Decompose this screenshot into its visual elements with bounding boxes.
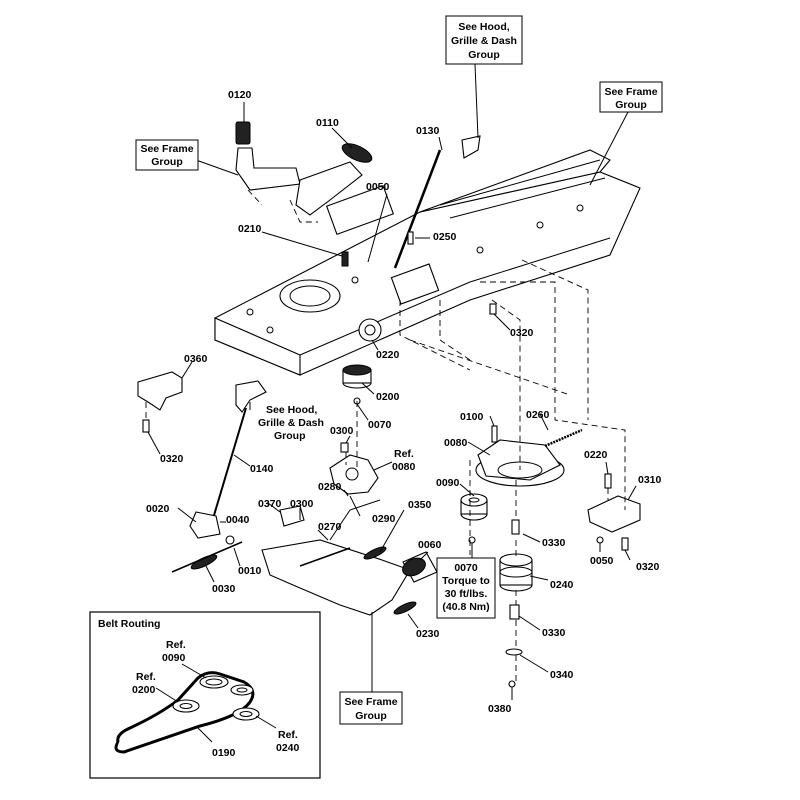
frame-chassis [214, 149, 641, 376]
callout-ref-0080-num: 0080 [392, 461, 416, 473]
belt-ref-0090-ref: Ref. [166, 639, 186, 651]
callout-0100: 0100 [460, 411, 484, 423]
callout-0350: 0350 [408, 499, 432, 511]
plate-0310 [587, 473, 641, 551]
belt-pulley-upper-right [230, 684, 254, 696]
box-hood-top: See Hood, Grille & Dash Group [445, 15, 523, 65]
control-rod [393, 135, 481, 269]
callout-0040: 0040 [226, 514, 250, 526]
callout-0230: 0230 [416, 628, 440, 640]
brake-pedal-assembly [235, 121, 373, 216]
top-hardware [341, 231, 497, 315]
belt-path [114, 671, 255, 754]
roller-0060 [402, 551, 438, 583]
belt-0190-label: 0190 [212, 747, 236, 759]
clutch-linkage [171, 505, 305, 573]
callout-0210: 0210 [238, 223, 262, 235]
callout-0050-right: 0050 [590, 555, 614, 567]
sprocket [358, 318, 382, 342]
box-torque-line2: Torque to [442, 575, 490, 587]
callout-0020: 0020 [146, 503, 170, 515]
lever-rod-0140 [211, 380, 267, 523]
box-frame-bottom-line2: Group [355, 710, 387, 722]
callout-0030: 0030 [212, 583, 236, 595]
box-torque-line4: (40.8 Nm) [442, 601, 489, 613]
callout-0310: 0310 [638, 474, 662, 486]
bracket-0360 [137, 371, 183, 433]
callout-0320-top: 0320 [510, 327, 534, 339]
belt-ref-0200-num: 0200 [132, 684, 156, 696]
callout-labels: 0120 0110 0130 0050 0210 0250 0320 0220 … [146, 89, 662, 715]
callout-0080: 0080 [444, 437, 468, 449]
callout-0370: 0370 [258, 498, 282, 510]
callout-0010: 0010 [238, 565, 262, 577]
callout-0200: 0200 [376, 391, 400, 403]
pulley-0200 [342, 364, 372, 405]
box-hood-mid-line3: Group [274, 430, 306, 442]
callout-0330-bottom: 0330 [542, 627, 566, 639]
callout-0240: 0240 [550, 579, 574, 591]
callout-0320-right: 0320 [636, 561, 660, 573]
box-frame-left-line1: See Frame [140, 143, 193, 155]
callout-0280: 0280 [318, 481, 342, 493]
callout-0320-left: 0320 [160, 453, 184, 465]
box-torque: 0070 Torque to 30 ft/lbs. (40.8 Nm) [436, 557, 496, 619]
pulley-0090 [460, 493, 488, 544]
box-frame-top-right-line1: See Frame [604, 86, 657, 98]
callout-0050-top: 0050 [366, 181, 390, 193]
callout-0300-mid: 0300 [290, 498, 314, 510]
box-frame-left: See Frame Group [135, 139, 199, 171]
box-frame-top-right: See Frame Group [599, 81, 663, 113]
callout-0360: 0360 [184, 353, 208, 365]
callout-0220-right: 0220 [584, 449, 608, 461]
lower-bracket [261, 499, 417, 616]
box-frame-top-right-line2: Group [615, 99, 647, 111]
belt-pulley-0200 [172, 699, 200, 713]
leader-lines [147, 63, 637, 700]
callout-0120: 0120 [228, 89, 252, 101]
belt-routing-inset: Belt Routing Ref. 0090 Ref. 0200 Ref [89, 611, 321, 779]
belt-ref-0240-ref: Ref. [278, 729, 298, 741]
callout-0380: 0380 [488, 703, 512, 715]
belt-pulley-0240 [232, 707, 260, 721]
callout-0070-top: 0070 [368, 419, 392, 431]
callout-0300-top: 0300 [330, 425, 354, 437]
belt-pulley-0090 [199, 675, 229, 689]
callout-0250: 0250 [433, 231, 457, 243]
pulley-stack-0240 [499, 519, 533, 688]
callout-0220-sprocket: 0220 [376, 349, 400, 361]
box-frame-bottom: See Frame Group [339, 691, 403, 725]
box-hood-mid-line1: See Hood, [266, 404, 317, 416]
belt-ref-0090-num: 0090 [162, 652, 186, 664]
box-torque-line1: 0070 [454, 562, 478, 574]
callout-0110: 0110 [316, 117, 339, 129]
belt-ref-0200-ref: Ref. [136, 671, 156, 683]
callout-0090: 0090 [436, 477, 460, 489]
callout-0340: 0340 [550, 669, 574, 681]
callout-0290: 0290 [372, 513, 396, 525]
box-hood-mid-line2: Grille & Dash [258, 417, 324, 429]
belt-routing-title: Belt Routing [98, 618, 160, 630]
dashed-connectors [145, 189, 626, 684]
callout-0130: 0130 [416, 125, 440, 137]
box-hood-top-line1: See Hood, [458, 21, 509, 33]
callout-ref-0080-ref: Ref. [394, 448, 414, 460]
box-frame-bottom-line1: See Frame [344, 696, 397, 708]
callout-0060: 0060 [418, 539, 442, 551]
callout-0140: 0140 [250, 463, 274, 475]
idler-bracket-0080 [475, 425, 583, 487]
box-torque-line3: 30 ft/lbs. [445, 588, 488, 600]
box-hood-top-line3: Group [468, 49, 500, 61]
box-hood-mid: See Hood, Grille & Dash Group [258, 404, 324, 442]
belt-ref-0240-num: 0240 [276, 742, 300, 754]
idler-arm-ref-0080 [329, 442, 379, 495]
box-frame-left-line2: Group [151, 156, 183, 168]
callout-0270: 0270 [318, 521, 342, 533]
callout-0260: 0260 [526, 409, 550, 421]
box-hood-top-line2: Grille & Dash [451, 35, 517, 47]
callout-0330-top: 0330 [542, 537, 566, 549]
